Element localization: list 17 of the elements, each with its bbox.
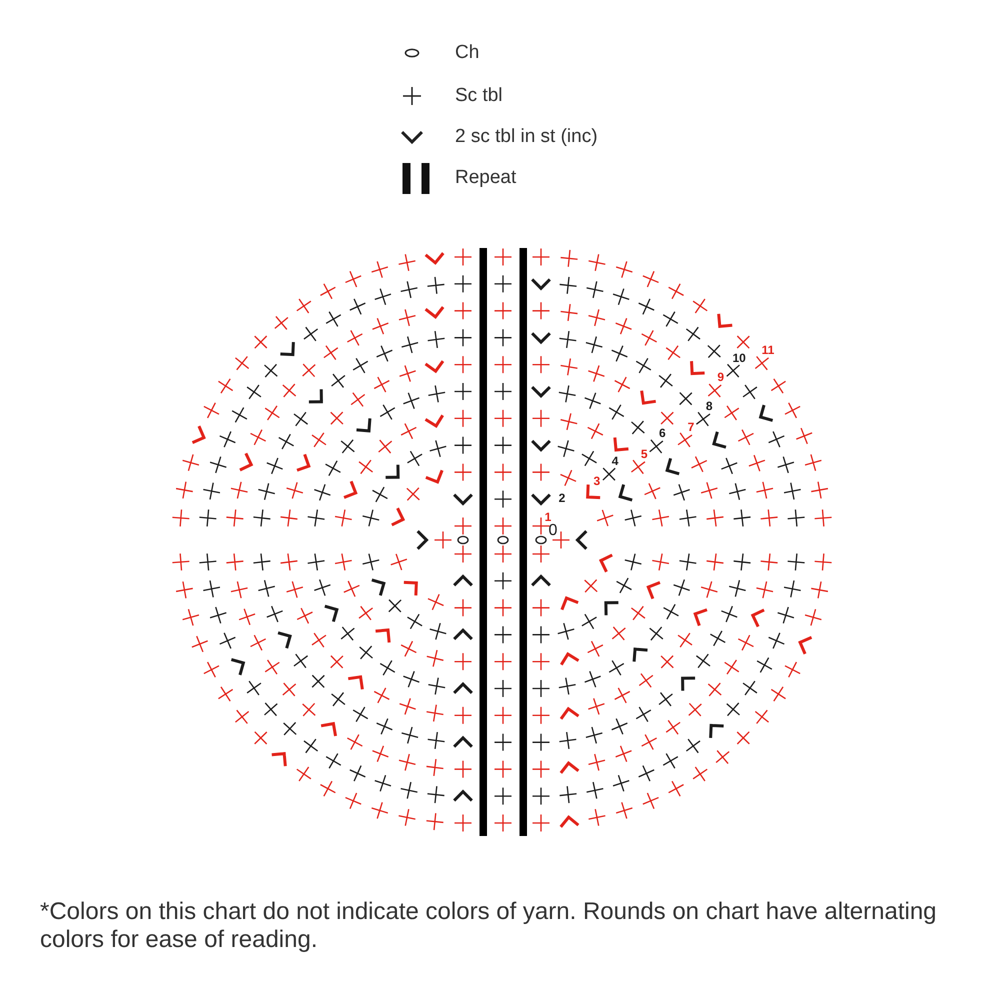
round-number: 4 [612, 455, 618, 468]
round-number: 11 [762, 344, 774, 356]
legend-label: Repeat [455, 167, 516, 189]
round-number: 8 [706, 400, 713, 412]
round-number: 9 [717, 371, 724, 384]
round-number: 7 [688, 420, 694, 433]
round-number: 10 [732, 352, 746, 364]
round-number: 5 [640, 448, 648, 460]
legend-label: Sc tbl [455, 85, 503, 107]
legend-label: 2 sc tbl in st (inc) [455, 126, 598, 148]
round-number: 6 [658, 427, 666, 440]
round-number: 1 [544, 511, 552, 523]
round-number: 2 [558, 492, 566, 504]
legend-label: Ch [455, 42, 480, 64]
round-number: 3 [594, 475, 600, 488]
round-number: 0 [548, 523, 558, 539]
footnote: *Colors on this chart do not indicate colors of yarn. Rounds on chart have alternating colors for ease of reading. [40, 898, 938, 954]
